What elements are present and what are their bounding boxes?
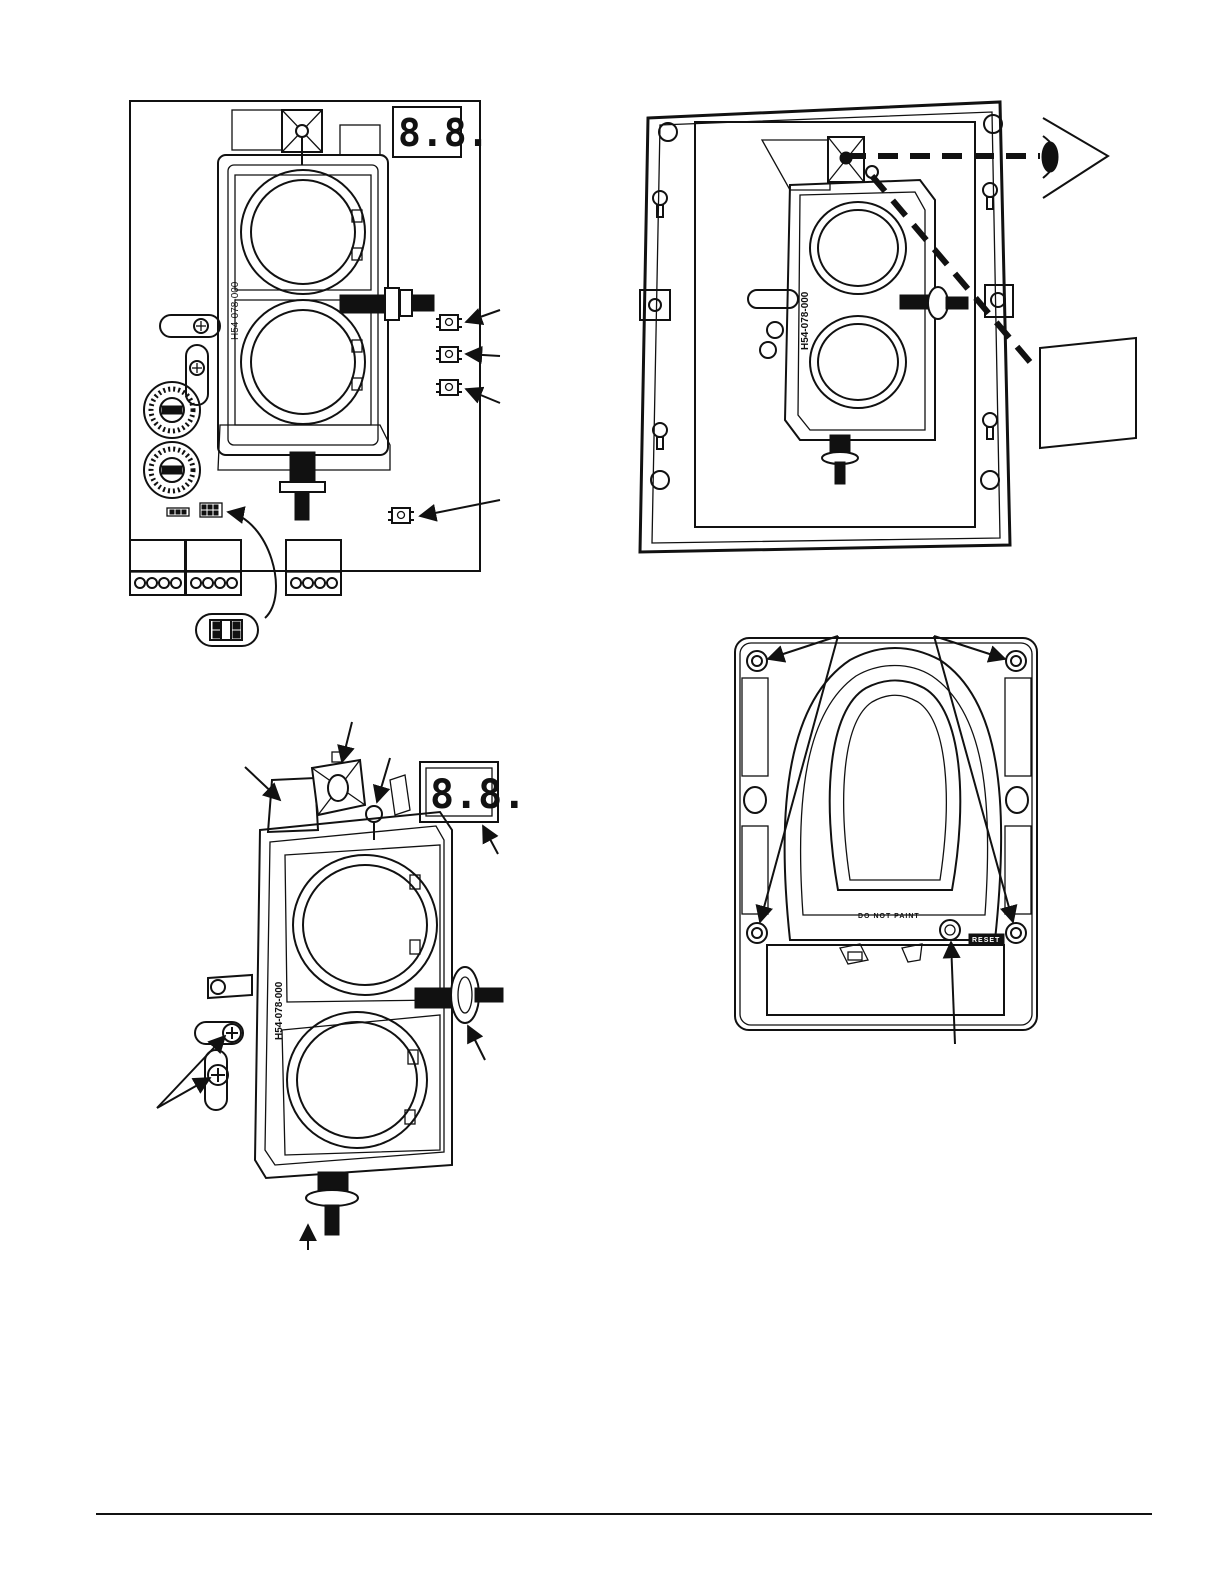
callout-arrow-display [483,826,498,854]
mounted-lens-carrier: H54-078-000 [748,137,968,484]
board-marking: H54-078-000 [230,281,241,340]
callout-arrow-reset [951,942,955,1044]
rotary-switch-upper [144,382,200,438]
callout-arrow-horizontal-adjust [468,1026,485,1060]
callout-arrow-screw-1 [157,1036,225,1108]
push-button-1 [436,315,462,330]
terminal-block-3 [286,540,341,595]
pcb-figure: 8.8. H54-078-000 [130,101,500,646]
display-digits: 8.8. [398,111,490,155]
callout-arrow-button-4 [420,500,500,516]
callout-arrow-hole-tr [934,636,1005,659]
terminal-block-1 [130,540,185,595]
reset-button [940,920,960,940]
rotary-switch-lower [144,442,200,498]
exploded-mounting-screws [195,975,252,1110]
mounting-slots [160,315,220,405]
exploded-horizontal-adjuster [415,967,503,1023]
callout-arrow-screw-2 [157,1078,210,1108]
callout-arrow-button-1 [466,310,500,322]
reflector-target [1040,338,1136,448]
push-button-3 [436,380,462,395]
callout-arrow-pivot [377,758,390,802]
do-not-paint-text: DO NOT PAINT [858,913,920,920]
exploded-board-marking: H54-078-000 [274,981,285,1040]
exploded-mirror-bracket [312,752,365,815]
mounted-assembly-figure: H54-078-000 [640,102,1136,552]
eye-icon [1042,118,1108,198]
horizontal-adjuster [340,288,434,320]
callout-arrow-button-3 [466,389,500,403]
jumper-detail-inset [196,614,258,646]
exploded-vertical-adjuster [306,1172,358,1235]
push-button-2 [436,347,462,362]
push-button-4 [388,508,414,523]
callout-arrow-button-2 [466,354,500,356]
reset-label: RESET [972,937,1000,944]
callout-arrow-hole-bl [760,636,838,922]
mirror-bracket [282,110,322,165]
mounted-board-marking: H54-078-000 [800,291,811,350]
cover-view-figure: DO NOT PAINT RESET [735,636,1037,1044]
exploded-display-digits: 8.8. [430,772,526,818]
callout-arrow-mirror [342,722,352,762]
vertical-adjuster [280,452,325,520]
jumper-callout-arrow [228,512,276,618]
exploded-assembly-figure: 8.8. H54-078-000 [157,722,526,1250]
callout-arrow-hole-tl [768,636,838,659]
terminal-block-2 [186,540,241,595]
callout-arrow-bracket [245,767,280,800]
jumper-header [167,503,222,517]
seven-segment-display: 8.8. [393,107,490,157]
cover-label-area [767,945,1004,1015]
cover-dome: DO NOT PAINT [785,648,1002,940]
